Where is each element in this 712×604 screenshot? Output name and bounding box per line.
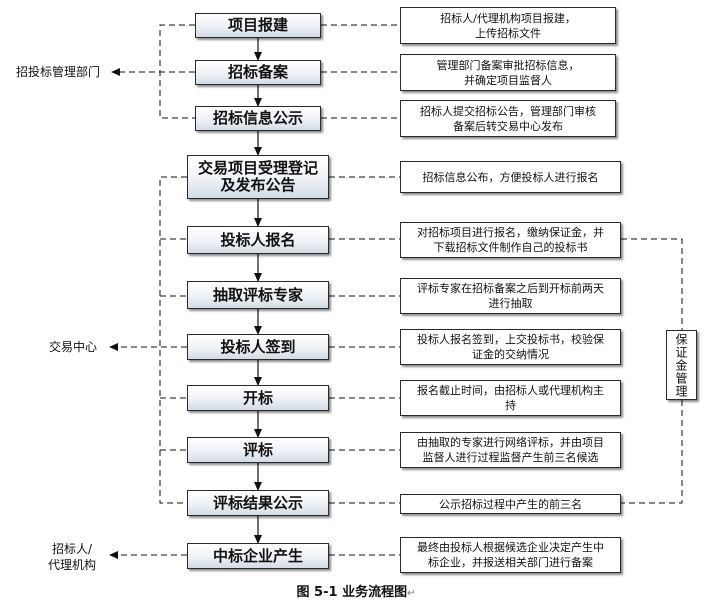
deposit-management-box: 保证金管理 bbox=[666, 330, 697, 400]
label-bidder-agency: 招标人/ 代理机构 bbox=[47, 542, 96, 572]
label-trading-center: 交易中心 bbox=[48, 340, 97, 354]
figure-caption-text: 图 5-1 业务流程图 bbox=[296, 585, 408, 600]
step-project-registration: 项目报建 bbox=[195, 13, 321, 38]
step-winner-determined: 中标企业产生 bbox=[187, 543, 329, 569]
step-bidder-check-in: 投标人签到 bbox=[187, 334, 329, 360]
note-tender-info-publication: 招标人提交招标公告，管理部门审核 备案后转交易中心发布 bbox=[400, 100, 616, 137]
note-bidder-check-in: 投标人报名签到，上交投标书，校验保 证金的交纳情况 bbox=[400, 329, 621, 365]
note-bidder-registration: 对招标项目进行报名，缴纳保证金，并 下载招标文件制作自己的投标书 bbox=[400, 222, 621, 258]
step-bidder-registration: 投标人报名 bbox=[187, 226, 329, 254]
note-bid-evaluation: 由抽取的专家进行网络评标，并由项目 监督人进行过程监督产生前三名候选 bbox=[400, 432, 621, 468]
step-result-publication: 评标结果公示 bbox=[187, 490, 329, 516]
step-bid-evaluation: 评标 bbox=[187, 437, 329, 463]
paragraph-mark: ↵ bbox=[407, 588, 416, 599]
step-bid-opening: 开标 bbox=[187, 385, 329, 411]
step-tender-info-publication: 招标信息公示 bbox=[195, 106, 321, 131]
step-acceptance-and-announcement: 交易项目受理登记 及发布公告 bbox=[187, 155, 329, 199]
note-project-registration: 招标人/代理机构项目报建， 上传招标文件 bbox=[400, 7, 616, 44]
figure-caption: 图 5-1 业务流程图↵ bbox=[0, 581, 712, 600]
note-tender-filing: 管理部门备案审批招标信息， 并确定项目监督人 bbox=[400, 54, 616, 91]
step-expert-selection: 抽取评标专家 bbox=[187, 281, 329, 309]
note-acceptance-and-announcement: 招标信息公布，方便投标人进行报名 bbox=[400, 161, 621, 193]
label-management-department: 招投标管理部门 bbox=[15, 65, 100, 79]
deposit-link-top bbox=[621, 238, 683, 330]
center-bracket bbox=[159, 176, 187, 504]
deposit-link-bottom bbox=[621, 400, 683, 504]
note-winner-determined: 最终由投标人根据候选企业决定产生中 标企业，并报送相关部门进行备案 bbox=[400, 537, 621, 573]
step-tender-filing: 招标备案 bbox=[195, 60, 321, 85]
deposit-management-label: 保证金管理 bbox=[674, 332, 688, 398]
note-expert-selection: 评标专家在招标备案之后到开标前两天 进行抽取 bbox=[400, 278, 621, 314]
note-result-publication: 公示招标过程中产生的前三名 bbox=[400, 494, 621, 514]
note-bid-opening: 报名截止时间，由招标人或代理机构主 持 bbox=[400, 380, 621, 416]
